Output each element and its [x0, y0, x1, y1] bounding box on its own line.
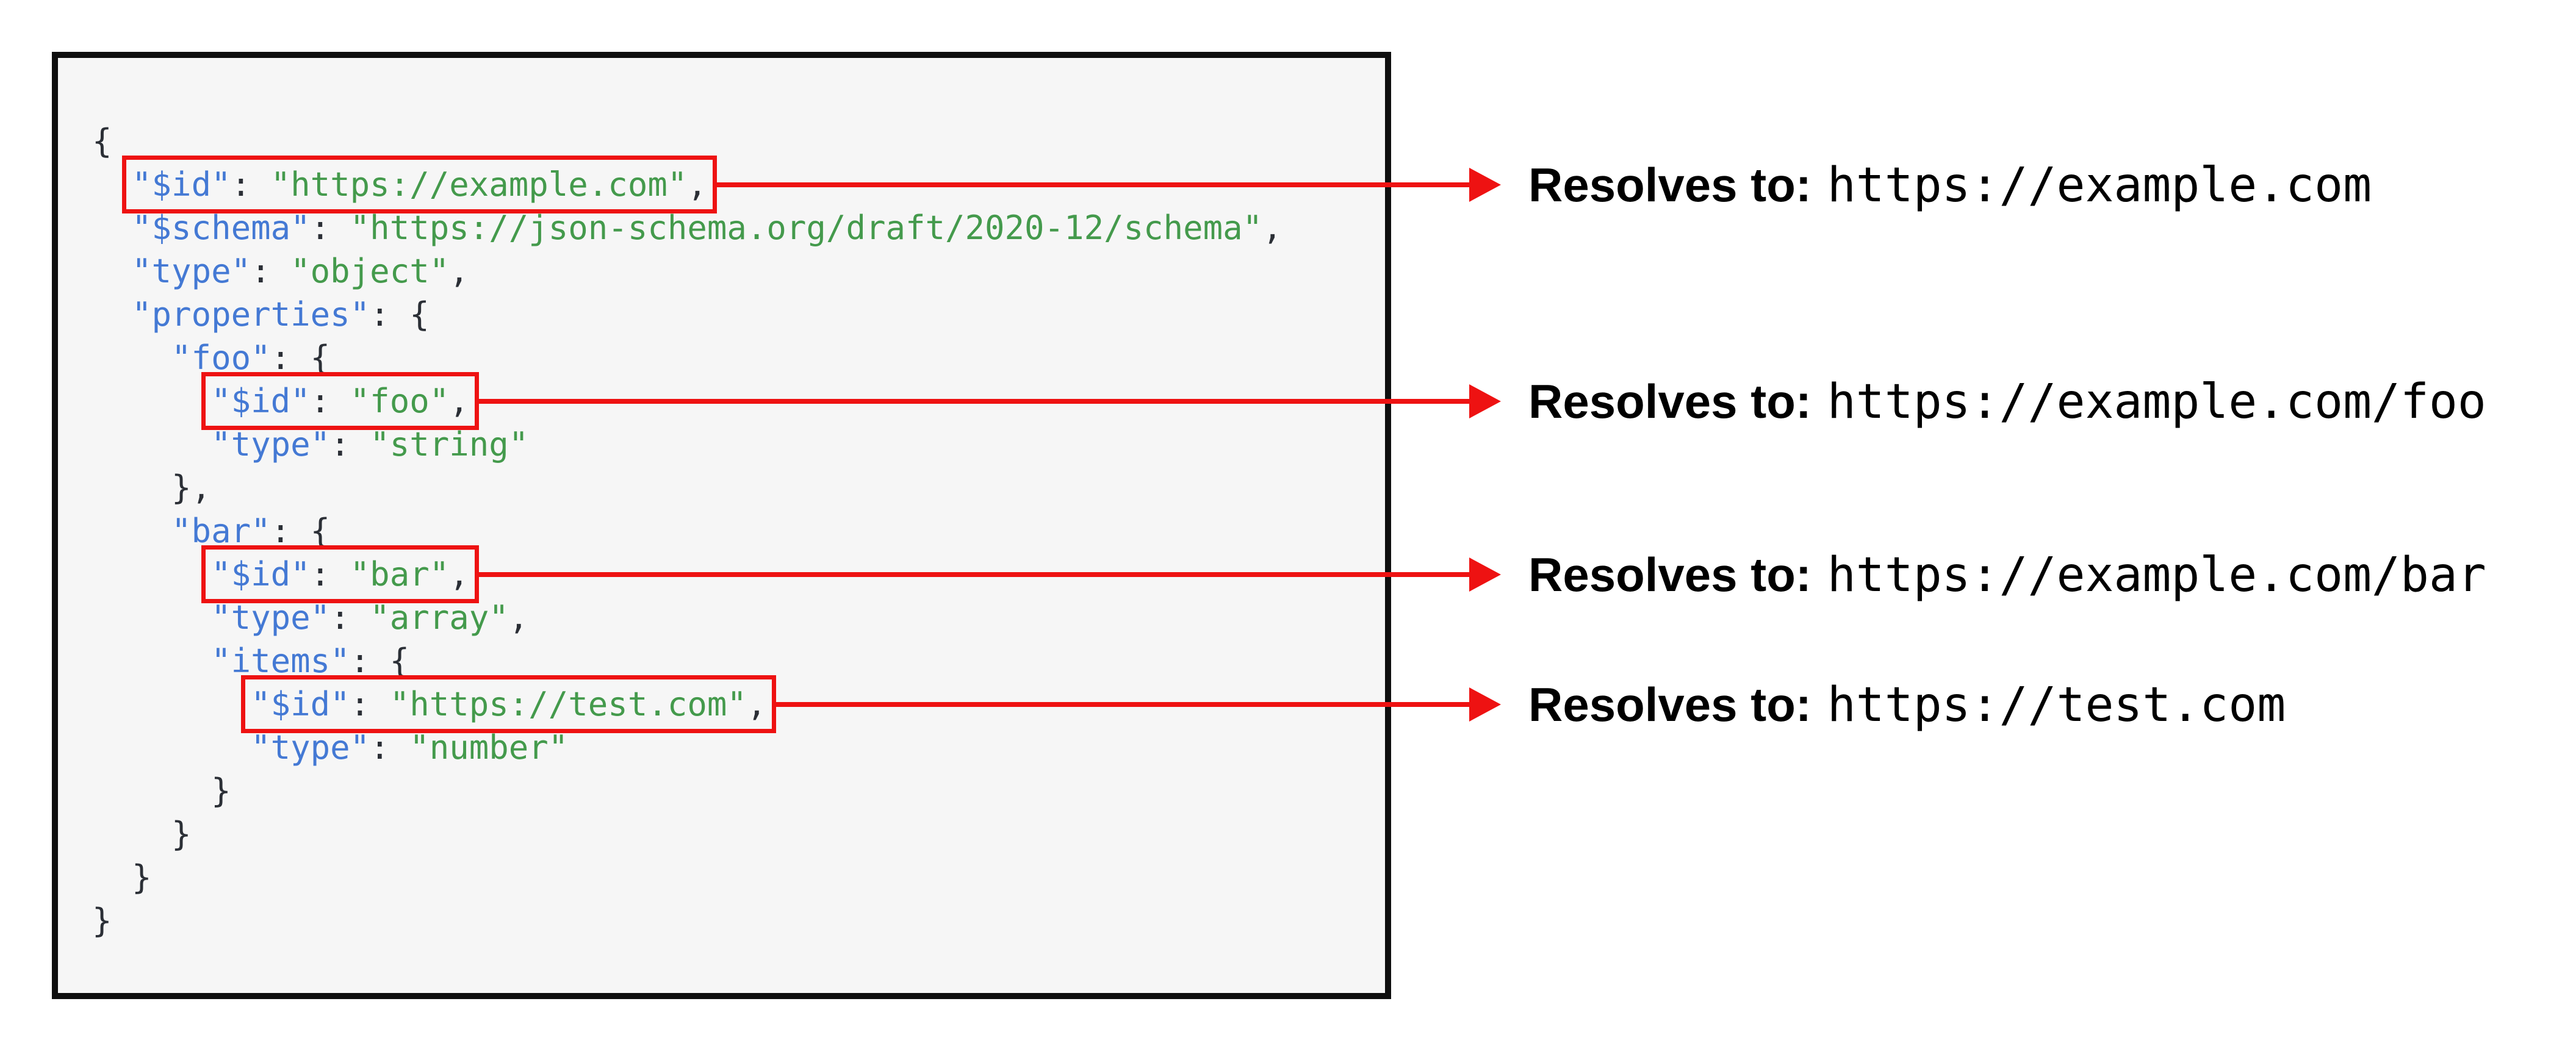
json-punctuation: : { [270, 339, 331, 377]
json-string: "number" [409, 728, 569, 767]
resolves-annotation: Resolves to: https://example.com/foo [1528, 371, 2486, 432]
resolved-url: https://example.com/bar [1827, 548, 2486, 603]
json-punctuation: : [350, 685, 390, 723]
json-key: "$id" [251, 685, 350, 723]
arrow-head-icon [1469, 557, 1501, 592]
json-punctuation: : [310, 382, 350, 420]
json-string: "https://test.com" [389, 685, 747, 723]
json-key: "properties" [132, 295, 370, 334]
code-line: "properties": { [92, 293, 1385, 336]
code-line: "type": "string" [92, 423, 1385, 466]
json-punctuation: : [330, 598, 370, 637]
json-key: "$id" [211, 555, 311, 593]
code-line: "foo": { [92, 336, 1385, 379]
json-key: "bar" [171, 512, 271, 550]
json-punctuation: , [449, 252, 469, 290]
code-line: } [92, 899, 1385, 942]
json-punctuation: , [687, 165, 707, 204]
arrow-head-icon [1469, 168, 1501, 202]
json-punctuation: : [310, 209, 350, 247]
resolves-annotation: Resolves to: https://example.com/bar [1528, 544, 2486, 605]
code-line: "$schema": "https://json-schema.org/draf… [92, 206, 1385, 249]
json-string: "bar" [350, 555, 450, 593]
json-punctuation: , [508, 598, 529, 637]
json-string: "array" [370, 598, 509, 637]
id-highlight-box: "$id": "https://example.com", [122, 156, 717, 213]
json-punctuation: , [1262, 209, 1283, 247]
json-punctuation: } [211, 772, 231, 810]
json-punctuation: } [132, 858, 152, 897]
resolved-url: https://test.com [1827, 678, 2286, 733]
json-key: "type" [211, 598, 331, 637]
json-punctuation: } [171, 815, 192, 853]
resolves-label: Resolves to: [1528, 158, 1811, 212]
json-string: "https://example.com" [270, 165, 688, 204]
id-highlight-box: "$id": "bar", [201, 545, 479, 603]
resolves-label: Resolves to: [1528, 375, 1811, 428]
resolved-url: https://example.com/foo [1827, 375, 2486, 429]
id-highlight-box: "$id": "foo", [201, 372, 479, 430]
resolves-annotation: Resolves to: https://test.com [1528, 674, 2286, 735]
json-punctuation: }, [171, 468, 212, 507]
resolves-label: Resolves to: [1528, 548, 1811, 601]
json-string: "https://json-schema.org/draft/2020-12/s… [350, 209, 1263, 247]
json-punctuation: , [746, 685, 767, 723]
code-line: "$id": "https://test.com", [92, 675, 1385, 733]
code-line: "$id": "foo", [92, 372, 1385, 430]
code-line: "bar": { [92, 509, 1385, 553]
code-line: } [92, 812, 1385, 856]
code-line: } [92, 769, 1385, 812]
json-punctuation: : [310, 555, 350, 593]
json-key: "foo" [171, 339, 271, 377]
json-string: "string" [370, 425, 529, 464]
code-line: { [92, 120, 1385, 163]
resolved-url: https://example.com [1827, 158, 2372, 213]
json-punctuation: , [449, 382, 469, 420]
json-punctuation: : [251, 252, 291, 290]
json-key: "type" [251, 728, 370, 767]
code-line: "type": "number" [92, 726, 1385, 769]
json-key: "type" [132, 252, 251, 290]
code-block: { "$id": "https://example.com", "$schema… [58, 58, 1385, 942]
code-line: "$id": "https://example.com", [92, 156, 1385, 213]
arrow-head-icon [1469, 687, 1501, 722]
json-key: "$id" [211, 382, 311, 420]
json-key: "items" [211, 642, 350, 680]
id-highlight-box: "$id": "https://test.com", [241, 675, 777, 733]
code-line: "type": "array", [92, 596, 1385, 639]
resolves-annotation: Resolves to: https://example.com [1528, 154, 2372, 215]
json-punctuation: : { [370, 295, 430, 334]
schema-code-panel: { "$id": "https://example.com", "$schema… [52, 52, 1391, 999]
arrow-head-icon [1469, 384, 1501, 418]
code-line: "items": { [92, 639, 1385, 683]
code-line: }, [92, 466, 1385, 509]
json-punctuation: : { [350, 642, 410, 680]
json-key: "$schema" [132, 209, 311, 247]
json-key: "type" [211, 425, 331, 464]
json-string: "foo" [350, 382, 450, 420]
resolves-label: Resolves to: [1528, 678, 1811, 731]
json-punctuation: , [449, 555, 469, 593]
json-punctuation: : { [270, 512, 331, 550]
json-punctuation: : [370, 728, 410, 767]
code-line: "type": "object", [92, 249, 1385, 293]
json-punctuation: : [330, 425, 370, 464]
json-punctuation: } [92, 901, 112, 940]
code-line: } [92, 856, 1385, 899]
json-punctuation: { [92, 122, 112, 160]
code-line: "$id": "bar", [92, 545, 1385, 603]
json-punctuation: : [231, 165, 271, 204]
json-string: "object" [290, 252, 450, 290]
json-key: "$id" [132, 165, 231, 204]
